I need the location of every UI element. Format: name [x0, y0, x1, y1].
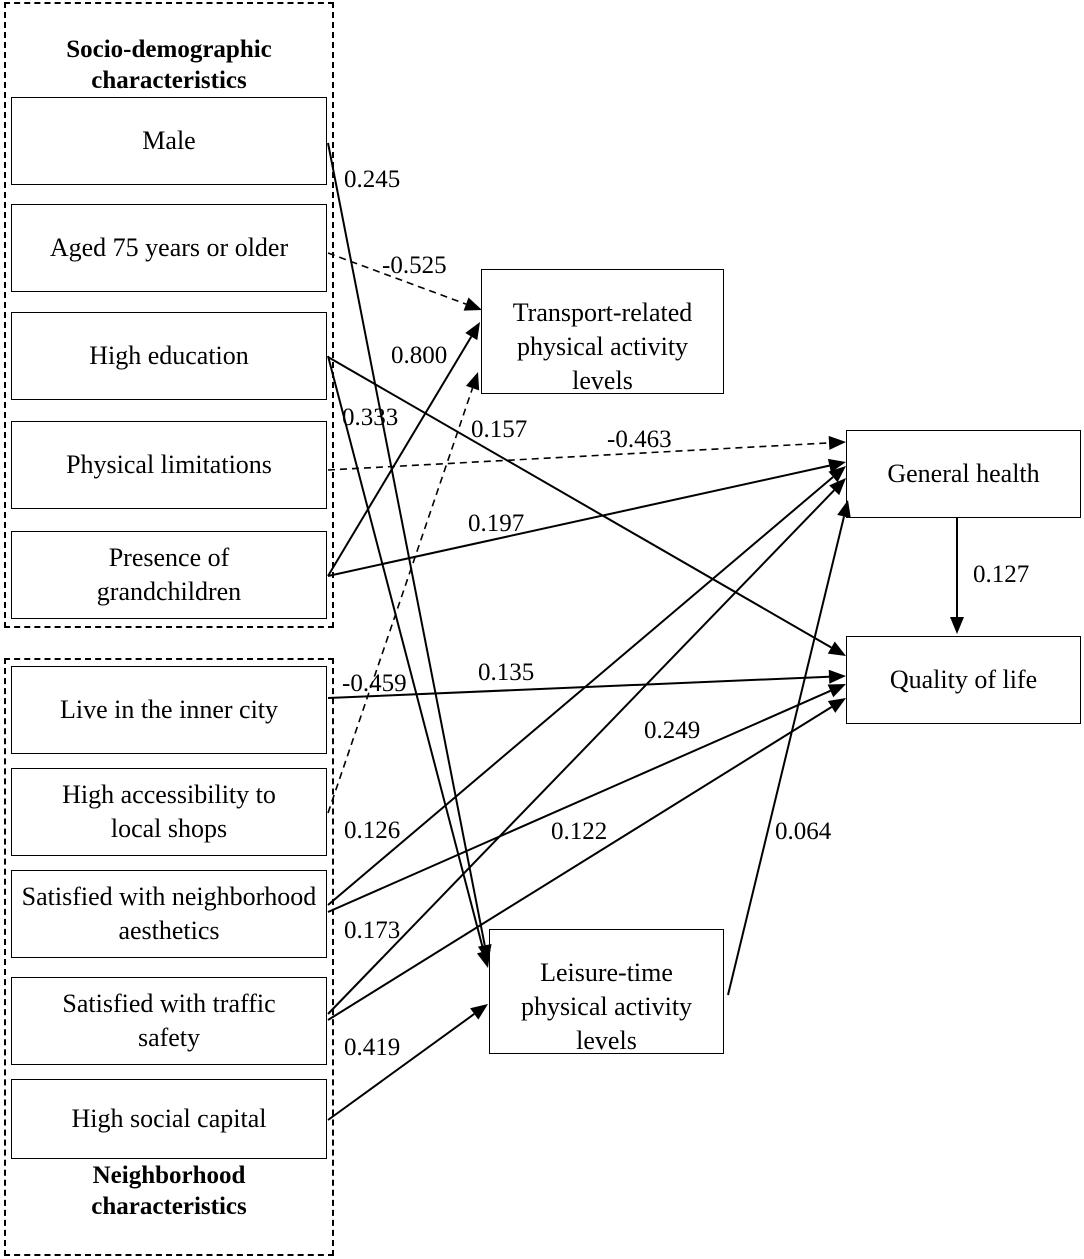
- coef-aesthetics-qol: 0.249: [644, 717, 701, 744]
- arrowhead-icon: [470, 1004, 488, 1020]
- node-leisure-pa: Leisure-time physical activity levels: [489, 929, 724, 1054]
- arrowhead-icon: [827, 641, 846, 656]
- node-limitations: Physical limitations: [11, 421, 327, 509]
- arrowhead-icon: [828, 435, 846, 450]
- coef-health-qol: 0.127: [973, 561, 1030, 588]
- path-line-1: [327, 252, 467, 305]
- node-male: Male: [11, 97, 327, 185]
- socio-demographic-title: Socio-demographic characteristics: [66, 36, 272, 94]
- coef-education-leisure: 0.333: [342, 404, 399, 431]
- arrowhead-icon: [829, 478, 846, 496]
- path-line-13: [727, 516, 845, 996]
- coef-shops-transport: -0.459: [342, 670, 407, 697]
- node-education: High education: [11, 312, 327, 400]
- path-line-12: [327, 706, 833, 1021]
- arrowhead-icon: [465, 322, 480, 341]
- arrowhead-icon: [827, 698, 846, 713]
- path-line-14: [327, 489, 835, 1015]
- node-aged: Aged 75 years or older: [11, 204, 327, 292]
- coef-aesthetics-health: 0.126: [344, 817, 401, 844]
- coef-traffic-health: 0.173: [344, 917, 401, 944]
- coef-male-leisure: 0.245: [344, 166, 401, 193]
- path-line-0: [327, 142, 486, 946]
- path-line-6: [327, 464, 830, 577]
- path-line-3: [327, 355, 485, 952]
- node-social: High social capital: [11, 1079, 327, 1159]
- node-transport-pa: Transport-related physical activity leve…: [481, 269, 724, 394]
- path-line-10: [327, 689, 831, 913]
- arrowhead-icon: [476, 949, 491, 968]
- coef-inner-city-qol: 0.135: [478, 659, 535, 686]
- arrowhead-icon: [950, 617, 964, 634]
- coef-traffic-qol: 0.122: [551, 818, 608, 845]
- node-shops: High accessibility to local shops: [11, 768, 327, 856]
- coef-education-qol: 0.157: [471, 416, 528, 443]
- arrowhead-icon: [828, 669, 846, 684]
- node-traffic: Satisfied with traffic safety: [11, 977, 327, 1065]
- arrowhead-icon: [465, 372, 480, 391]
- path-line-15: [327, 1013, 475, 1121]
- coef-grandchildren-transport: 0.800: [391, 342, 448, 369]
- socio-demographic-group: Socio-demographic characteristics: [4, 2, 334, 628]
- coef-social-leisure: 0.419: [344, 1034, 401, 1061]
- path-line-8: [327, 675, 830, 699]
- coef-leisure-health: 0.064: [775, 818, 832, 845]
- node-aesthetics: Satisfied with neighborhood aesthetics: [11, 870, 327, 958]
- node-grandchildren: Presence of grandchildren: [11, 531, 327, 619]
- arrowhead-icon: [827, 684, 846, 698]
- node-general-health: General health: [846, 430, 1081, 518]
- arrowhead-icon: [837, 500, 851, 519]
- path-line-2: [327, 336, 473, 577]
- coef-grandchildren-health: 0.197: [468, 510, 525, 537]
- node-inner-city: Live in the inner city: [11, 666, 327, 754]
- coef-aged-transport: -0.525: [382, 252, 447, 279]
- path-line-5: [327, 442, 830, 471]
- path-line-11: [327, 476, 834, 906]
- node-quality-of-life: Quality of life: [846, 636, 1081, 724]
- arrowhead-icon: [463, 297, 482, 311]
- arrowhead-icon: [827, 458, 846, 473]
- path-line-4: [327, 356, 832, 649]
- neighborhood-title: Neighborhood characteristics: [91, 1162, 247, 1220]
- coef-limitations-health: -0.463: [607, 426, 672, 453]
- arrowhead-icon: [828, 466, 846, 483]
- path-line-9: [327, 387, 474, 814]
- neighborhood-group: Neighborhood characteristics: [4, 658, 334, 1256]
